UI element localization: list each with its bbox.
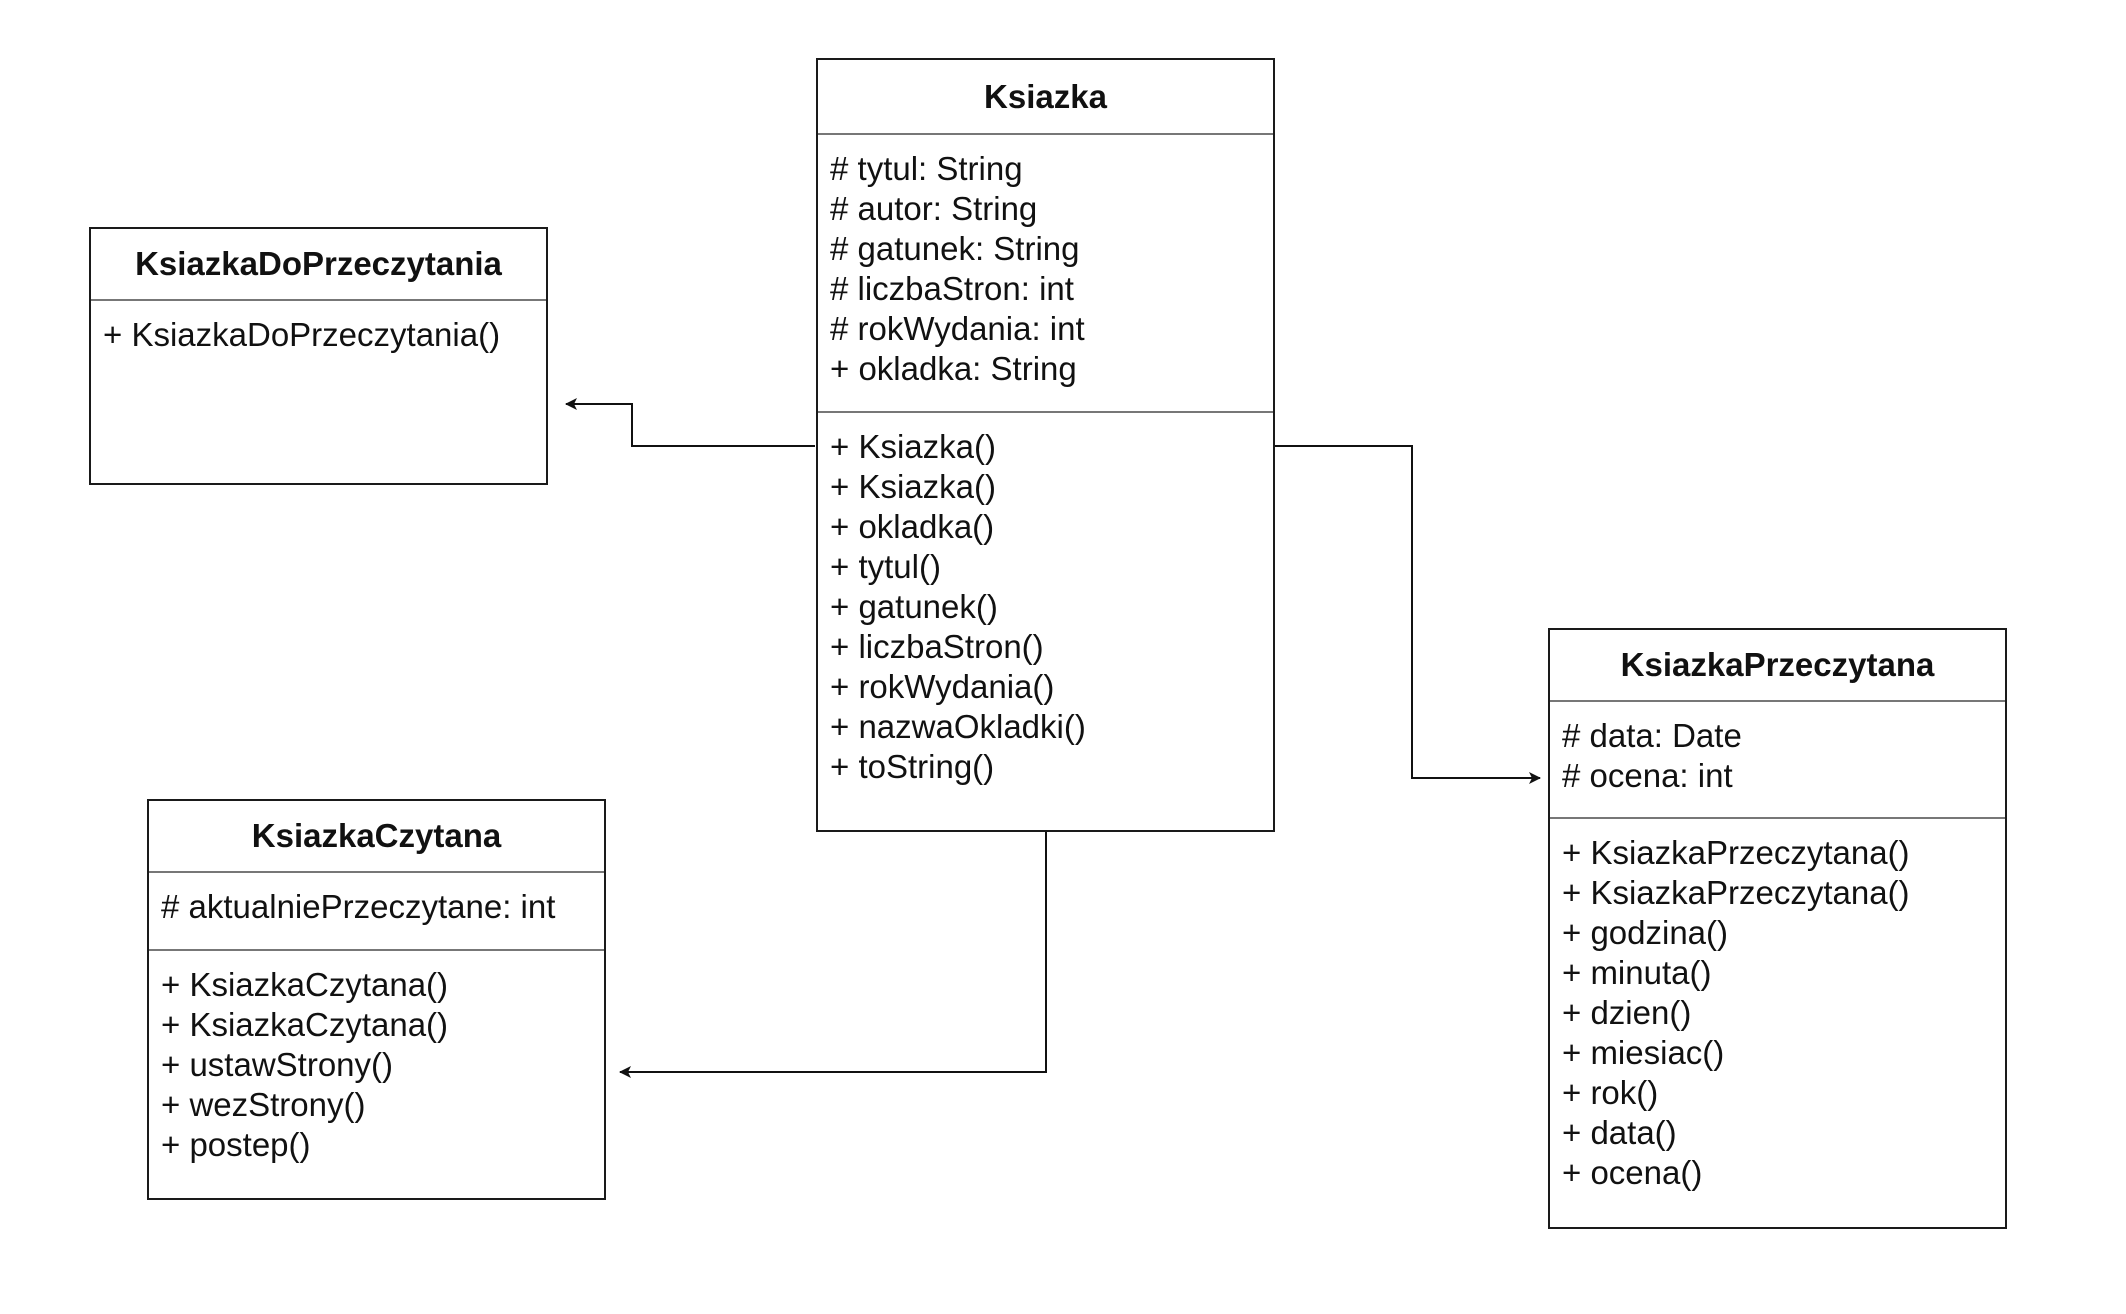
attribute: # autor: String [830, 190, 1038, 227]
method: + godzina() [1562, 914, 1729, 951]
relation-ksiazka-to-ksiazka-przeczytana [1274, 445, 1541, 784]
class-ksiazka-czytana: KsiazkaCzytana # aktualniePrzeczytane: i… [147, 799, 606, 1200]
method: + wezStrony() [161, 1086, 366, 1123]
attribute: # data: Date [1562, 717, 1742, 754]
method: + rok() [1562, 1074, 1659, 1111]
attribute: # aktualniePrzeczytane: int [161, 888, 556, 925]
attribute: + okladka: String [830, 350, 1077, 387]
class-name: KsiazkaPrzeczytana [1550, 630, 2005, 702]
method: + gatunek() [830, 588, 998, 625]
method: + tytul() [830, 548, 941, 585]
method: + okladka() [830, 508, 995, 545]
method: + rokWydania() [830, 668, 1055, 705]
method: + KsiazkaCzytana() [161, 1006, 449, 1043]
class-name: KsiazkaDoPrzeczytania [91, 229, 546, 301]
methods-section: + KsiazkaDoPrzeczytania() [91, 301, 546, 355]
attribute: # tytul: String [830, 150, 1023, 187]
method: + Ksiazka() [830, 468, 996, 505]
method: + nazwaOkladki() [830, 708, 1086, 745]
method: + liczbaStron() [830, 628, 1044, 665]
method: + ustawStrony() [161, 1046, 393, 1083]
method: + Ksiazka() [830, 428, 996, 465]
method: + minuta() [1562, 954, 1712, 991]
class-ksiazka-do-przeczytania: KsiazkaDoPrzeczytania + KsiazkaDoPrzeczy… [89, 227, 548, 485]
class-name: Ksiazka [818, 60, 1273, 135]
relation-ksiazka-to-ksiazka-czytana [619, 830, 1047, 1078]
methods-section: + Ksiazka() + Ksiazka() + okladka() + ty… [818, 413, 1273, 787]
attribute: # ocena: int [1562, 757, 1733, 794]
method: + data() [1562, 1114, 1677, 1151]
relation-ksiazka-to-ksiazka-do-przeczytania [565, 398, 815, 447]
attribute: # gatunek: String [830, 230, 1080, 267]
methods-section: + KsiazkaCzytana() + KsiazkaCzytana() + … [149, 951, 604, 1165]
method: + toString() [830, 748, 995, 785]
attributes-section: # aktualniePrzeczytane: int [149, 873, 604, 951]
method: + dzien() [1562, 994, 1692, 1031]
method: + postep() [161, 1126, 311, 1163]
method: + KsiazkaPrzeczytana() [1562, 834, 1910, 871]
class-ksiazka-przeczytana: KsiazkaPrzeczytana # data: Date # ocena:… [1548, 628, 2007, 1229]
method: + KsiazkaCzytana() [161, 966, 449, 1003]
attributes-section: # tytul: String # autor: String # gatune… [818, 135, 1273, 413]
method: + ocena() [1562, 1154, 1703, 1191]
attributes-section: # data: Date # ocena: int [1550, 702, 2005, 819]
method: + miesiac() [1562, 1034, 1725, 1071]
methods-section: + KsiazkaPrzeczytana() + KsiazkaPrzeczyt… [1550, 819, 2005, 1193]
method: + KsiazkaDoPrzeczytania() [103, 316, 501, 353]
class-ksiazka: Ksiazka # tytul: String # autor: String … [816, 58, 1275, 832]
attribute: # rokWydania: int [830, 310, 1085, 347]
method: + KsiazkaPrzeczytana() [1562, 874, 1910, 911]
attribute: # liczbaStron: int [830, 270, 1074, 307]
class-name: KsiazkaCzytana [149, 801, 604, 873]
